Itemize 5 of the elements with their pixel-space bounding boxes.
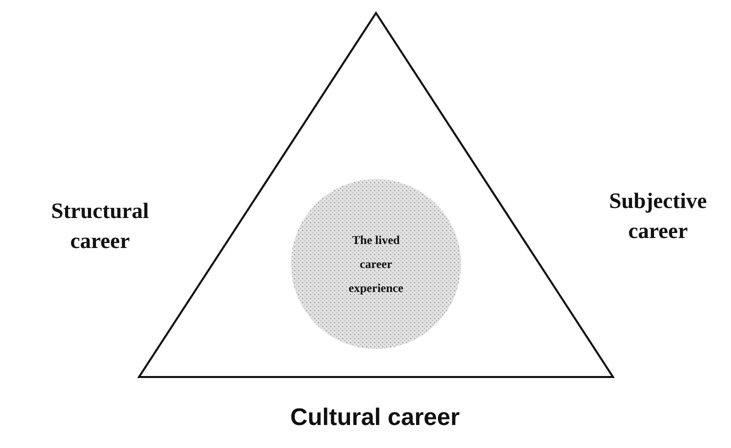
node-label: The lived career experience [348, 232, 404, 297]
stippled-circle [290, 178, 462, 350]
side-label: Subjective career [608, 187, 708, 245]
side-label: Cultural career [289, 403, 461, 433]
side-label: Structural career [50, 197, 150, 255]
